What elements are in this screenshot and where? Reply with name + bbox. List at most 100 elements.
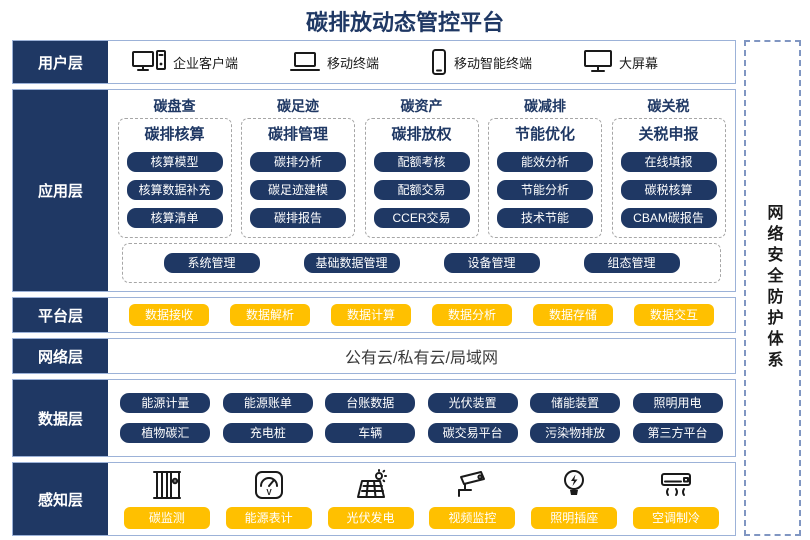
client-enterprise: 企业客户端 bbox=[132, 50, 238, 74]
data-source-button[interactable]: 台账数据 bbox=[325, 393, 416, 413]
app-column-carbon-tariff: 碳关税 关税申报 在线填报 碳税核算 CBAM碳报告 bbox=[611, 95, 726, 238]
column-group: 关税申报 在线填报 碳税核算 CBAM碳报告 bbox=[611, 118, 726, 238]
platform-content: 数据接收 数据解析 数据计算 数据分析 数据存储 数据交互 bbox=[108, 298, 735, 332]
sense-item-lighting: 照明插座 bbox=[531, 469, 618, 529]
client-label: 移动智能终端 bbox=[454, 55, 533, 71]
meter-cabinet-icon bbox=[152, 469, 182, 501]
column-group: 节能优化 能效分析 节能分析 技术节能 bbox=[488, 118, 602, 238]
column-subheader: 碳排放权 bbox=[391, 126, 452, 143]
platform-button[interactable]: 数据解析 bbox=[230, 304, 310, 326]
module-button[interactable]: 节能分析 bbox=[497, 180, 593, 200]
layer-label-platform: 平台层 bbox=[13, 298, 108, 332]
smartphone-icon bbox=[431, 49, 447, 75]
column-header: 碳盘查 bbox=[153, 98, 196, 114]
layer-application: 应用层 碳盘查 碳排核算 核算模型 核算数据补充 核算清单 碳足迹 bbox=[12, 89, 736, 292]
data-source-button[interactable]: 植物碳汇 bbox=[120, 423, 211, 443]
sense-item-solar: 光伏发电 bbox=[327, 469, 414, 529]
common-modules-box: 系统管理 基础数据管理 设备管理 组态管理 bbox=[122, 243, 721, 283]
data-source-button[interactable]: 污染物排放 bbox=[530, 423, 621, 443]
module-button[interactable]: 配额交易 bbox=[373, 180, 470, 200]
layer-label-application: 应用层 bbox=[13, 90, 108, 291]
module-button[interactable]: 碳足迹建模 bbox=[250, 180, 346, 200]
page-title: 碳排放动态管控平台 bbox=[305, 10, 504, 35]
sense-button[interactable]: 能源表计 bbox=[225, 507, 312, 529]
sense-item-energy-meter: V 能源表计 bbox=[225, 469, 312, 529]
data-source-button[interactable]: 充电桩 bbox=[222, 423, 313, 443]
client-big-screen: 大屏幕 bbox=[584, 50, 658, 74]
module-button[interactable]: 碳排分析 bbox=[250, 152, 346, 172]
platform-button[interactable]: 数据计算 bbox=[331, 304, 411, 326]
column-header: 碳减排 bbox=[524, 98, 566, 114]
air-conditioner-icon bbox=[659, 469, 693, 501]
layer-label-data: 数据层 bbox=[13, 380, 108, 456]
module-button[interactable]: 配额考核 bbox=[373, 152, 470, 172]
module-button[interactable]: 在线填报 bbox=[620, 152, 717, 172]
sense-item-cctv: 视频监控 bbox=[429, 469, 516, 529]
platform-button[interactable]: 数据交互 bbox=[634, 304, 714, 326]
column-header: 碳足迹 bbox=[277, 98, 319, 114]
network-text: 公有云/私有云/局域网 bbox=[345, 350, 498, 367]
layer-sensing: 感知层 碳监测 V 能源表计 bbox=[12, 462, 736, 536]
sense-item-hvac: 空调制冷 bbox=[633, 469, 720, 529]
module-button[interactable]: 能效分析 bbox=[497, 152, 593, 172]
layer-data: 数据层 能源计量 能源账单 台账数据 光伏装置 储能装置 照明用电 植物碳汇 充… bbox=[12, 379, 736, 457]
data-source-button[interactable]: 储能装置 bbox=[530, 393, 621, 413]
client-label: 企业客户端 bbox=[173, 55, 239, 71]
data-row: 植物碳汇 充电桩 车辆 碳交易平台 污染物排放 第三方平台 bbox=[108, 423, 735, 443]
client-mobile-terminal: 移动终端 bbox=[290, 51, 379, 73]
common-module-button[interactable]: 组态管理 bbox=[583, 253, 680, 273]
layer-network: 网络层 公有云/私有云/局域网 bbox=[12, 338, 736, 374]
sensing-content: 碳监测 V 能源表计 光伏发电 bbox=[108, 463, 735, 535]
module-button[interactable]: 碳排报告 bbox=[250, 208, 346, 228]
platform-button[interactable]: 数据存储 bbox=[533, 304, 613, 326]
application-content: 碳盘查 碳排核算 核算模型 核算数据补充 核算清单 碳足迹 碳排管理 碳排分析 bbox=[108, 90, 735, 291]
column-group: 碳排管理 碳排分析 碳足迹建模 碳排报告 bbox=[241, 118, 355, 238]
data-source-button[interactable]: 能源计量 bbox=[120, 393, 211, 413]
data-source-button[interactable]: 照明用电 bbox=[632, 393, 723, 413]
common-module-button[interactable]: 基础数据管理 bbox=[303, 253, 400, 273]
data-source-button[interactable]: 第三方平台 bbox=[632, 423, 723, 443]
platform-button[interactable]: 数据分析 bbox=[432, 304, 512, 326]
layer-user: 用户层 企业客户端 移动终端 bbox=[12, 40, 736, 84]
app-column-carbon-inventory: 碳盘查 碳排核算 核算模型 核算数据补充 核算清单 bbox=[117, 95, 232, 238]
solar-panel-icon bbox=[354, 469, 388, 501]
security-sidebar: 网络安全防护体系 bbox=[744, 40, 801, 536]
sense-button[interactable]: 光伏发电 bbox=[327, 507, 414, 529]
module-button[interactable]: 核算清单 bbox=[126, 208, 223, 228]
sense-button[interactable]: 空调制冷 bbox=[633, 507, 720, 529]
column-header: 碳关税 bbox=[647, 98, 690, 114]
client-label: 大屏幕 bbox=[619, 55, 659, 71]
application-columns: 碳盘查 碳排核算 核算模型 核算数据补充 核算清单 碳足迹 碳排管理 碳排分析 bbox=[108, 90, 735, 238]
data-source-button[interactable]: 光伏装置 bbox=[427, 393, 518, 413]
data-source-button[interactable]: 车辆 bbox=[325, 423, 416, 443]
sense-button[interactable]: 碳监测 bbox=[123, 507, 210, 529]
sense-item-carbon-monitor: 碳监测 bbox=[123, 469, 210, 529]
client-label: 移动终端 bbox=[327, 55, 380, 71]
data-source-button[interactable]: 能源账单 bbox=[222, 393, 313, 413]
module-button[interactable]: CBAM碳报告 bbox=[620, 208, 717, 228]
app-column-carbon-asset: 碳资产 碳排放权 配额考核 配额交易 CCER交易 bbox=[364, 95, 479, 238]
sense-button[interactable]: 视频监控 bbox=[429, 507, 516, 529]
common-module-button[interactable]: 系统管理 bbox=[163, 253, 260, 273]
user-clients: 企业客户端 移动终端 移动智能终端 bbox=[108, 41, 735, 83]
platform-button[interactable]: 数据接收 bbox=[129, 304, 209, 326]
module-button[interactable]: 核算数据补充 bbox=[126, 180, 223, 200]
layer-label-network: 网络层 bbox=[13, 339, 108, 373]
data-source-button[interactable]: 碳交易平台 bbox=[427, 423, 518, 443]
app-column-carbon-reduction: 碳减排 节能优化 能效分析 节能分析 技术节能 bbox=[488, 95, 602, 238]
sense-button[interactable]: 照明插座 bbox=[531, 507, 618, 529]
layer-label-sensing: 感知层 bbox=[13, 463, 108, 535]
module-button[interactable]: CCER交易 bbox=[373, 208, 470, 228]
module-button[interactable]: 核算模型 bbox=[126, 152, 223, 172]
data-content: 能源计量 能源账单 台账数据 光伏装置 储能装置 照明用电 植物碳汇 充电桩 车… bbox=[108, 380, 735, 456]
column-subheader: 碳排管理 bbox=[267, 126, 328, 143]
app-column-carbon-footprint: 碳足迹 碳排管理 碳排分析 碳足迹建模 碳排报告 bbox=[241, 95, 355, 238]
layer-label-user: 用户层 bbox=[13, 41, 108, 83]
module-button[interactable]: 技术节能 bbox=[497, 208, 593, 228]
common-module-button[interactable]: 设备管理 bbox=[443, 253, 540, 273]
client-smart-terminal: 移动智能终端 bbox=[431, 49, 532, 75]
big-screen-icon bbox=[584, 50, 613, 74]
column-group: 碳排核算 核算模型 核算数据补充 核算清单 bbox=[117, 118, 232, 238]
module-button[interactable]: 碳税核算 bbox=[620, 180, 717, 200]
